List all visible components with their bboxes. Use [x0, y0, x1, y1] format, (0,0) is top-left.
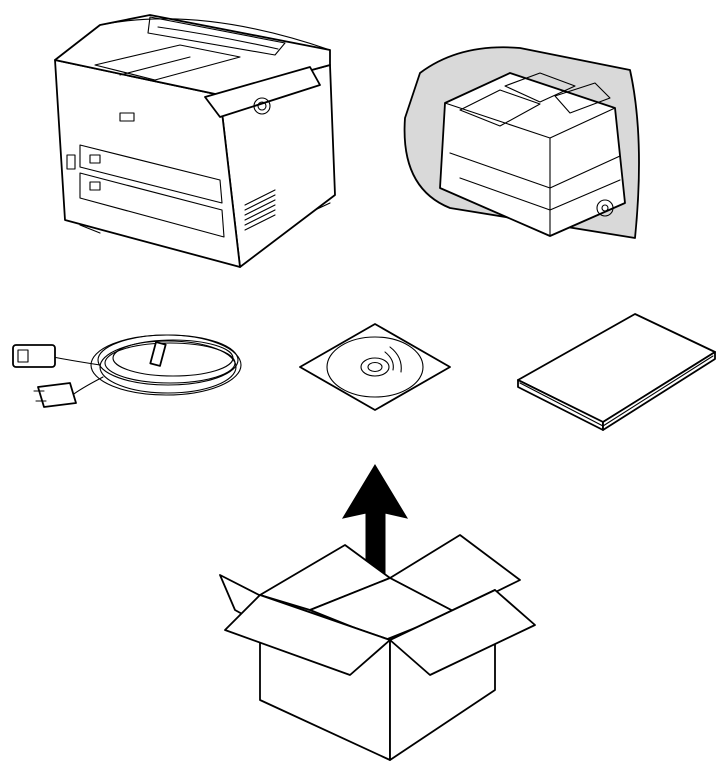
open-box-icon [215, 530, 545, 762]
manual-booklet-icon [515, 312, 720, 442]
power-cord-icon [8, 325, 253, 420]
toner-cartridge-in-bag-icon [400, 38, 650, 243]
cd-rom-sleeve-icon [295, 322, 455, 412]
printer-icon [40, 5, 360, 275]
